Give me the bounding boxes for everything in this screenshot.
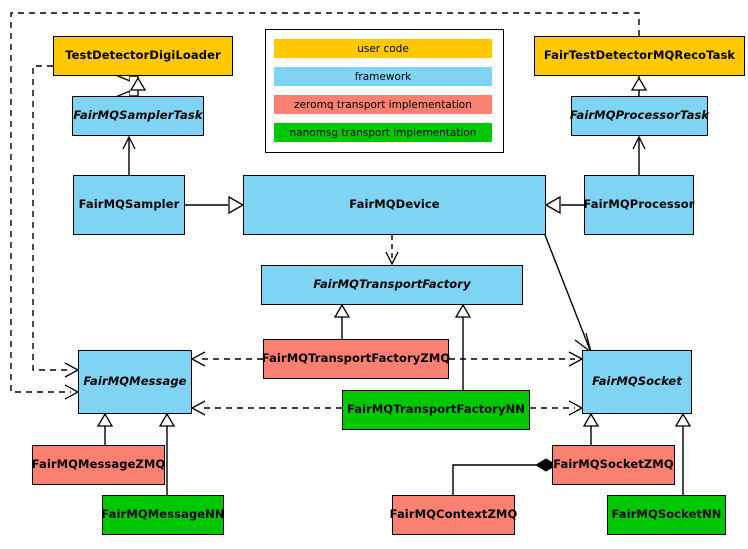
edge-sampler-samplertask	[122, 135, 136, 175]
edge-socketnn-socket	[674, 412, 692, 495]
edge-device-socket	[544, 234, 593, 354]
edge-recotask-processortask	[630, 76, 648, 96]
class-node-label: FairMQDevice	[349, 197, 440, 212]
class-node-FairMQDevice[interactable]: FairMQDevice	[243, 175, 546, 235]
edge-factorynn-transportfactory	[454, 303, 472, 390]
class-node-label: FairMQSocket	[592, 374, 682, 389]
legend-item-nanomsg: nanomsg transport implementation	[274, 123, 492, 142]
class-node-FairMQProcessor[interactable]: FairMQProcessor	[583, 175, 695, 235]
class-node-FairMQSamplerTask[interactable]: FairMQSamplerTask	[72, 96, 204, 136]
edge-factoryzmq-socket	[449, 351, 584, 367]
edge-factoryzmq-message	[190, 351, 263, 367]
edge-device-transportfactory	[385, 235, 399, 266]
class-node-label: FairMQSocketNN	[611, 507, 722, 522]
class-node-label: FairMQTransportFactoryNN	[346, 402, 526, 417]
edge-socketzmq-socket	[582, 412, 600, 445]
edge-processor-device	[544, 195, 584, 215]
class-node-FairMQTransportFactoryZMQ[interactable]: FairMQTransportFactoryZMQ	[261, 339, 451, 379]
class-node-FairMQContextZMQ[interactable]: FairMQContextZMQ	[389, 495, 518, 535]
legend-label-nanomsg: nanomsg transport implementation	[289, 126, 477, 139]
edge-factorynn-socket	[530, 400, 584, 416]
class-node-FairMQProcessorTask[interactable]: FairMQProcessorTask	[569, 96, 710, 136]
edge-sampler-device	[185, 195, 245, 215]
class-node-FairMQTransportFactoryNN[interactable]: FairMQTransportFactoryNN	[342, 390, 530, 430]
class-node-label: FairMQMessage	[83, 374, 187, 389]
edge-processor-processortask	[632, 135, 646, 175]
class-node-label: FairMQMessageNN	[101, 507, 225, 522]
legend-label-framework: framework	[354, 70, 412, 83]
class-node-label: FairMQSampler	[78, 197, 180, 212]
class-node-FairMQSampler[interactable]: FairMQSampler	[73, 175, 185, 235]
edge-contextzmq-socketzmq	[452, 458, 557, 495]
class-node-FairMQMessage[interactable]: FairMQMessage	[78, 350, 192, 414]
edge-factoryzmq-transportfactory	[333, 303, 351, 339]
edge-messagezmq-message	[96, 412, 114, 445]
class-node-FairMQMessageNN[interactable]: FairMQMessageNN	[101, 495, 225, 535]
class-node-FairMQSocketZMQ[interactable]: FairMQSocketZMQ	[552, 445, 675, 485]
edge-digiloader-samplertask	[130, 76, 147, 96]
legend-box: user code framework zeromq transport imp…	[265, 29, 504, 153]
class-node-label: FairTestDetectorMQRecoTask	[543, 48, 736, 63]
legend-label-zeromq: zeromq transport implementation	[294, 98, 472, 111]
class-node-label: FairMQSamplerTask	[73, 108, 203, 123]
class-node-label: FairMQProcessorTask	[569, 108, 710, 123]
class-node-label: FairMQSocketZMQ	[553, 457, 674, 472]
class-node-label: FairMQMessageZMQ	[31, 457, 166, 472]
class-node-label: TestDetectorDigiLoader	[65, 48, 221, 63]
class-node-FairTestDetectorMQRecoTask[interactable]: FairTestDetectorMQRecoTask	[534, 36, 745, 76]
legend-item-framework: framework	[274, 67, 492, 86]
class-node-TestDetectorDigiLoader[interactable]: TestDetectorDigiLoader	[53, 36, 233, 76]
class-node-label: FairMQTransportFactoryZMQ	[261, 351, 451, 366]
class-node-FairMQTransportFactory[interactable]: FairMQTransportFactory	[261, 265, 523, 305]
edge-factorynn-message	[190, 400, 342, 416]
legend-item-zeromq: zeromq transport implementation	[274, 95, 492, 114]
class-node-FairMQSocketNN[interactable]: FairMQSocketNN	[607, 495, 726, 535]
class-node-label: FairMQContextZMQ	[389, 507, 518, 522]
class-node-label: FairMQTransportFactory	[313, 277, 471, 292]
legend-item-user-code: user code	[274, 39, 492, 58]
class-node-label: FairMQProcessor	[583, 197, 695, 212]
class-node-FairMQSocket[interactable]: FairMQSocket	[582, 350, 692, 414]
class-node-FairMQMessageZMQ[interactable]: FairMQMessageZMQ	[32, 445, 165, 485]
legend-label-user-code: user code	[357, 42, 409, 55]
